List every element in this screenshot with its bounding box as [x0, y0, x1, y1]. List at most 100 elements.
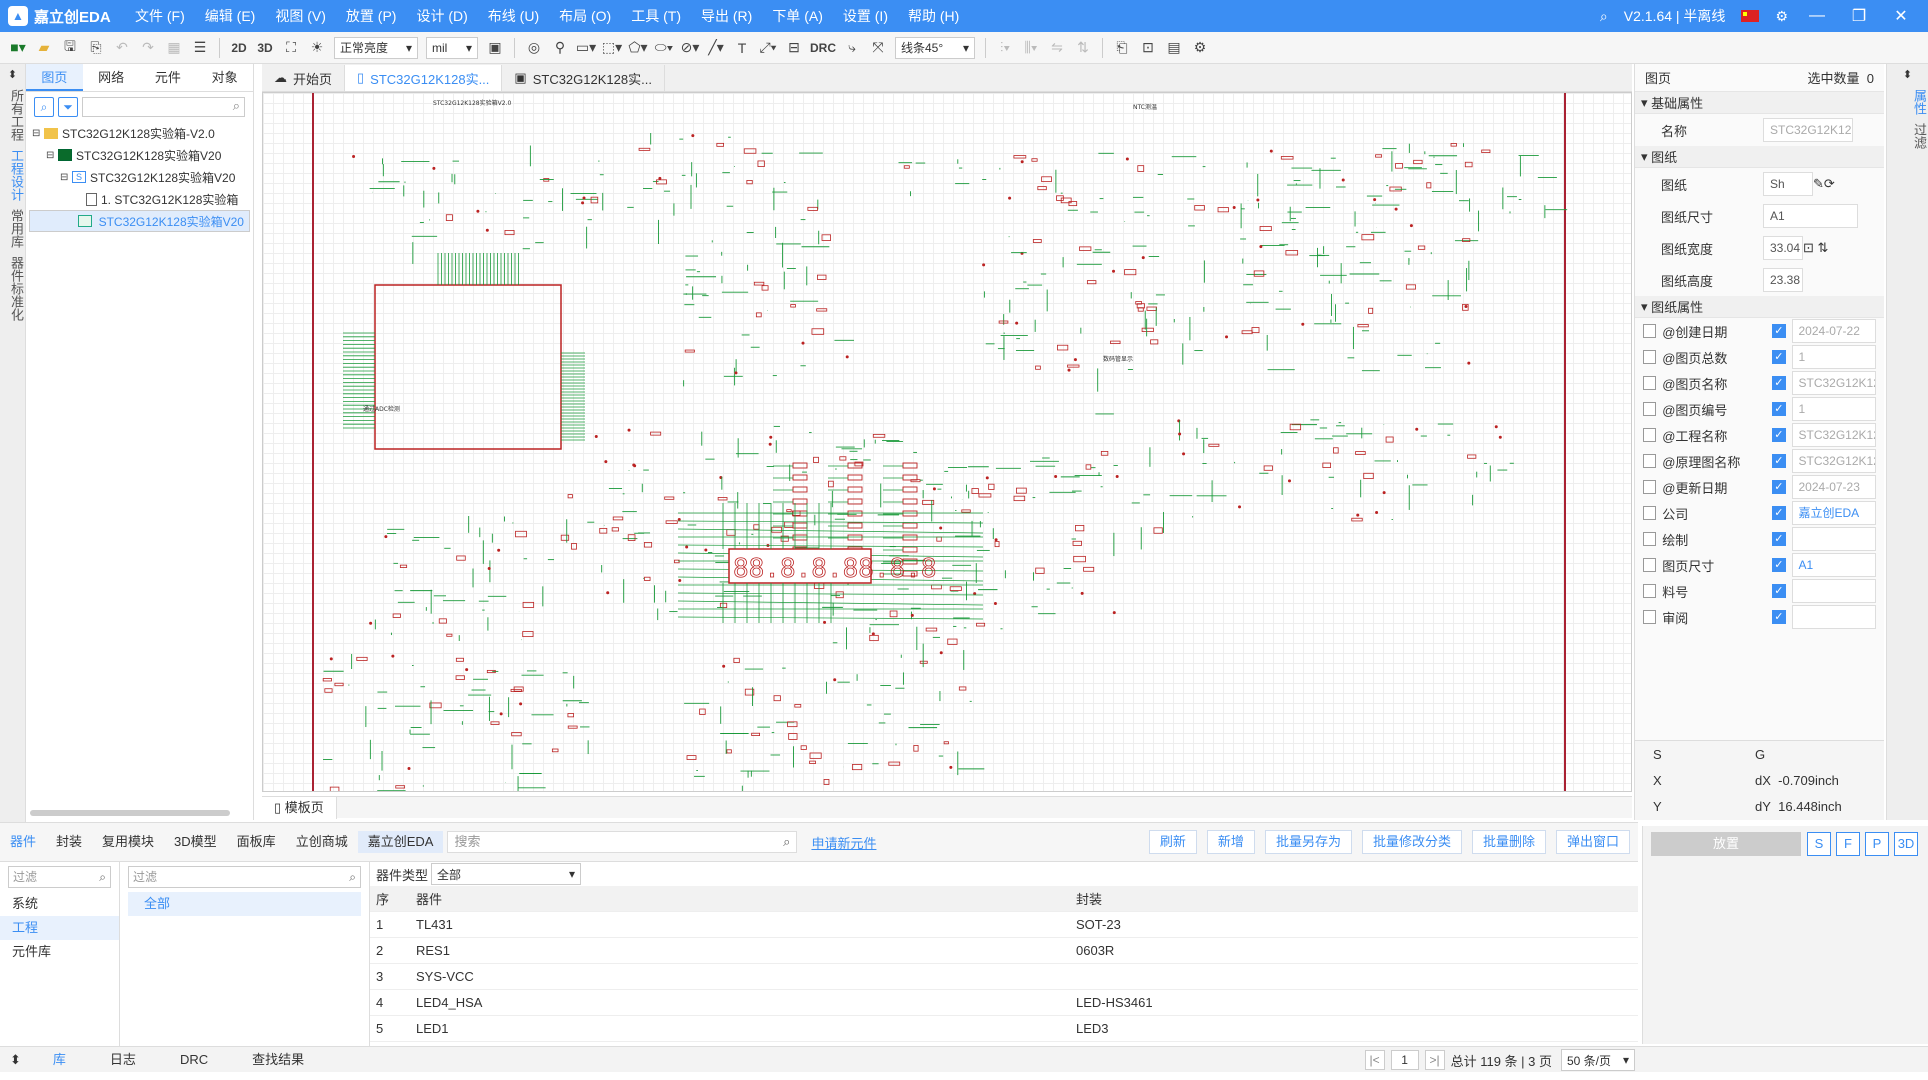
brightness-select[interactable]: 正常亮度▾ — [334, 36, 418, 59]
name-field[interactable]: STC32G12K12 — [1763, 118, 1853, 142]
polygon-icon[interactable]: ⬠▾ — [628, 39, 648, 55]
device-type-select[interactable]: 全部▾ — [431, 863, 582, 885]
enabled-checkbox[interactable]: ✓ — [1772, 376, 1786, 390]
no-connect-icon[interactable]: ⊘▾ — [680, 39, 700, 55]
horizontal-scrollbar[interactable] — [30, 810, 230, 816]
drc-button[interactable]: DRC — [810, 40, 836, 55]
line-icon[interactable]: ╱▾ — [708, 39, 724, 55]
place-button[interactable]: 放置 — [1651, 832, 1801, 856]
camera-icon[interactable]: ⊡ — [1142, 39, 1154, 55]
text-icon[interactable]: T — [737, 39, 747, 56]
sheet-row-field[interactable]: Sh — [1763, 172, 1813, 196]
page-number-input[interactable]: 1 — [1390, 1050, 1419, 1070]
enabled-checkbox[interactable]: ✓ — [1772, 532, 1786, 546]
menu-item[interactable]: 导出 (R) — [700, 8, 753, 24]
attribute-field[interactable]: STC32G12K12 — [1791, 371, 1877, 395]
tree-item[interactable]: 1. STC32G12K128实验箱 — [26, 188, 253, 210]
menu-item[interactable]: 工具 (T) — [631, 8, 681, 24]
menu-item[interactable]: 帮助 (H) — [907, 8, 960, 24]
status-tab[interactable]: 查找结果 — [252, 1051, 305, 1067]
rail-tab[interactable]: 所有工程 — [9, 89, 24, 141]
enabled-checkbox[interactable]: ✓ — [1772, 584, 1786, 598]
attribute-field[interactable]: 嘉立创EDA — [1791, 501, 1877, 525]
column-header[interactable]: 封装 — [1076, 892, 1103, 907]
unit-select[interactable]: mil▾ — [426, 36, 478, 59]
diff-pair-icon[interactable]: ⤧ — [872, 39, 884, 55]
undo-icon[interactable]: ↶ — [116, 39, 128, 55]
sheet-tab-template[interactable]: ▯ 模板页 — [262, 796, 337, 819]
attribute-field[interactable]: STC32G12K12 — [1791, 449, 1877, 473]
menu-item[interactable]: 布线 (U) — [487, 8, 540, 24]
section-sheet[interactable]: ▾ 图纸 — [1635, 146, 1884, 168]
doc-tab[interactable]: ▯STC32G12K128实... — [345, 65, 503, 91]
library-tab[interactable]: 封装 — [56, 834, 83, 849]
menu-item[interactable]: 文件 (F) — [135, 8, 185, 24]
refresh-icon[interactable]: ⟳ — [1823, 176, 1835, 191]
subcategory-filter-input[interactable]: 过滤 — [128, 866, 361, 888]
menu-item[interactable]: 放置 (P) — [345, 8, 397, 24]
enabled-checkbox[interactable]: ✓ — [1772, 324, 1786, 338]
enabled-checkbox[interactable]: ✓ — [1772, 350, 1786, 364]
pin-icon[interactable]: ⬍ — [10, 1051, 21, 1067]
save-icon[interactable]: 🖫 — [64, 37, 76, 54]
category-item[interactable]: 元件库 — [12, 944, 52, 959]
visibility-checkbox[interactable] — [1643, 428, 1657, 442]
doc-tab[interactable]: ▣STC32G12K128实... — [502, 65, 665, 91]
visibility-checkbox[interactable] — [1643, 402, 1657, 416]
ruler-icon[interactable]: ▣ — [488, 39, 502, 55]
library-action-button[interactable]: 批量删除 — [1471, 830, 1546, 854]
apply-new-component-link[interactable]: 申请新元件 — [811, 835, 877, 851]
library-tab[interactable]: 复用模块 — [102, 834, 155, 849]
library-action-button[interactable]: 新增 — [1206, 830, 1255, 854]
attribute-field[interactable]: 1 — [1791, 397, 1877, 421]
ellipse-icon[interactable]: ⬭▾ — [654, 39, 674, 55]
view-2d-button[interactable]: 2D — [231, 40, 247, 55]
tab-0[interactable]: 图页 — [26, 64, 83, 91]
tab-1[interactable]: 网络 — [98, 70, 125, 85]
rail-tab[interactable]: 属性 — [1912, 89, 1927, 115]
search-icon[interactable]: ⌕ — [34, 97, 54, 117]
lock-icon[interactable]: ⊡ ⇅ — [1803, 240, 1829, 255]
attribute-field[interactable]: A1 — [1791, 553, 1877, 577]
menu-item[interactable]: 编辑 (E) — [204, 8, 256, 24]
tab-2[interactable]: 元件 — [154, 70, 181, 85]
distribute-icon[interactable]: ⫼▾ — [1024, 39, 1038, 55]
column-header[interactable]: 序 — [376, 892, 390, 907]
status-tab[interactable]: DRC — [179, 1051, 209, 1067]
library-tab[interactable]: 嘉立创EDA — [357, 831, 444, 853]
list-icon[interactable]: ☰ — [193, 39, 207, 55]
minimize-button[interactable]: — — [1809, 7, 1825, 24]
library-tab[interactable]: 面板库 — [236, 834, 276, 849]
pin-panel-icon[interactable]: ⬍ — [1902, 69, 1913, 81]
enabled-checkbox[interactable]: ✓ — [1772, 506, 1786, 520]
view-3d-button[interactable]: 3D — [257, 40, 273, 55]
visibility-checkbox[interactable] — [1643, 532, 1657, 546]
enabled-checkbox[interactable]: ✓ — [1772, 480, 1786, 494]
tab-3[interactable]: 对象 — [211, 70, 238, 85]
wire-mode-select[interactable]: 线条45°▾ — [895, 36, 975, 59]
visibility-checkbox[interactable] — [1643, 454, 1657, 468]
expand-toggle-icon[interactable]: ⊟ — [60, 171, 69, 183]
search-icon[interactable]: ⌕ — [1599, 7, 1608, 24]
edit-icon[interactable]: ✎ — [1813, 176, 1824, 191]
tree-search-input[interactable] — [82, 97, 245, 117]
attribute-field[interactable]: STC32G12K12 — [1791, 423, 1877, 447]
section-sheet-attrs[interactable]: ▾ 图纸属性 — [1635, 296, 1884, 318]
select-box-icon[interactable]: ⬚▾ — [601, 39, 623, 55]
flip-v-icon[interactable]: ⇅ — [1077, 39, 1089, 55]
rail-tab[interactable]: 常用库 — [9, 209, 24, 248]
open-folder-icon[interactable]: ▰ — [38, 39, 50, 55]
rail-tab[interactable]: 过滤 — [1912, 123, 1927, 149]
visibility-checkbox[interactable] — [1643, 324, 1657, 338]
enabled-checkbox[interactable]: ✓ — [1772, 402, 1786, 416]
library-tab[interactable]: 3D模型 — [174, 834, 217, 849]
library-action-button[interactable]: 批量修改分类 — [1361, 830, 1462, 854]
per-page-select[interactable]: 50 条/页▾ — [1561, 1049, 1635, 1071]
component-icon[interactable]: ▭▾ — [575, 39, 597, 55]
library-tab[interactable]: 立创商城 — [295, 834, 348, 849]
library-search-input[interactable]: 搜索 — [447, 831, 798, 853]
library-tab[interactable]: 器件 — [10, 834, 37, 849]
